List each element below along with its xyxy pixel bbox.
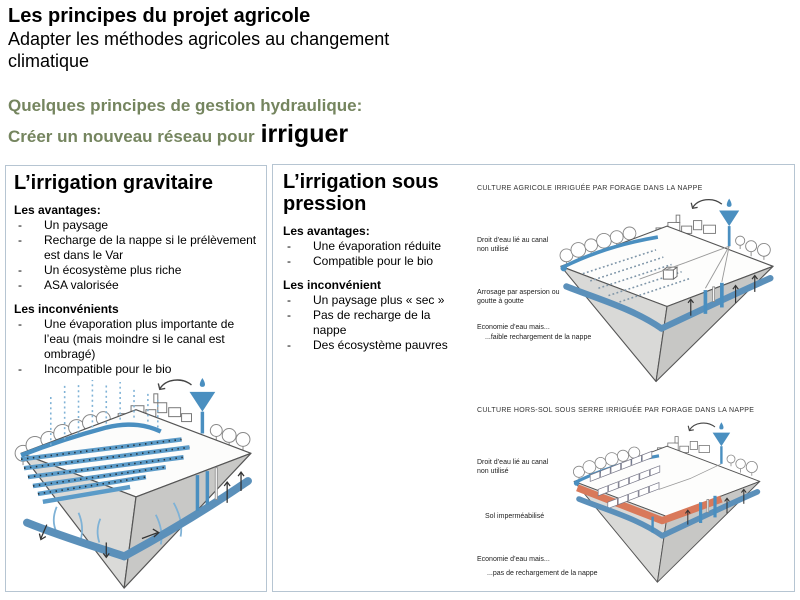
figure-caption: CULTURE HORS-SOL SOUS SERRE IRRIGUÉE PAR… — [477, 407, 755, 414]
panel-title: L’irrigation gravitaire — [14, 172, 213, 194]
boreholes — [195, 467, 218, 511]
intake-funnel-icon — [712, 432, 731, 464]
figure-label-canal: Droit d’eau lié au canal non utilisé — [477, 237, 549, 253]
list-item: -ASA valorisée — [18, 278, 119, 292]
borehole-field-figure: CULTURE AGRICOLE IRRIGUÉE PAR FORAGE DAN… — [475, 183, 793, 395]
droplet-icon — [199, 377, 205, 387]
figure-label-economy2: ...pas de rechargement de la nappe — [487, 570, 598, 577]
boreholes — [651, 495, 717, 533]
crop-dots — [20, 438, 190, 495]
flow-arrows — [38, 471, 245, 559]
list-item: -Un paysage plus « sec » — [287, 293, 445, 307]
page-subtitle: Adapter les méthodes agricoles au change… — [8, 29, 390, 71]
pressure-panel-text: L’irrigation sous pression Les avantages… — [275, 165, 471, 353]
surface-pipes — [639, 245, 730, 289]
list-item: -Incompatible pour le bio — [18, 362, 172, 376]
intake-funnel-icon — [189, 391, 216, 434]
recycle-arrow-icon — [690, 199, 723, 209]
figure-label-economy: Economie d’eau mais... — [477, 556, 550, 563]
recycle-arrow-icon — [157, 379, 192, 391]
disadvantages-heading: Les inconvénient — [283, 278, 382, 292]
page-title: Les principes du projet agricole — [8, 5, 311, 27]
trees — [559, 226, 637, 267]
flow-arrows — [684, 488, 747, 525]
list-item: -Un écosystème plus riche — [18, 263, 182, 277]
list-item: -Pas de recharge de la nappe — [287, 308, 431, 337]
unused-canal — [560, 235, 659, 272]
panel-title: L’irrigation sous pression — [283, 171, 439, 215]
list-item: -Compatible pour le bio — [287, 254, 434, 268]
borehole-irrigation-illustration — [559, 198, 774, 383]
figure-label-canal: Droit d’eau lié au canal non utilisé — [477, 459, 549, 475]
gravity-irrigation-panel: L’irrigation gravitaire Les avantages: -… — [5, 165, 267, 592]
list-item: -Des écosystème pauvres — [287, 338, 448, 352]
pressure-irrigation-panel: L’irrigation sous pression Les avantages… — [272, 164, 795, 592]
gravity-irrigation-illustration — [14, 377, 252, 589]
intake-funnel-icon — [719, 210, 740, 247]
figure-label-method: Arrosage par aspersion ou goutte à goutt… — [477, 289, 560, 305]
section-heading: Quelques principes de gestion hydrauliqu… — [8, 96, 363, 115]
list-item: -Une évaporation réduite — [287, 239, 442, 253]
water-table — [23, 477, 252, 561]
trees-right — [726, 454, 758, 476]
section-line-prefix: Créer un nouveau réseau pour — [8, 127, 255, 146]
trees-right — [735, 235, 771, 260]
shed — [661, 266, 679, 281]
advantages-heading: Les avantages: — [283, 224, 370, 238]
greenhouse-figure: CULTURE HORS-SOL SOUS SERRE IRRIGUÉE PAR… — [475, 405, 793, 587]
droplet-icon — [719, 422, 724, 430]
water-table — [576, 489, 761, 539]
figure-label-soil: Sol imperméabilisé — [485, 513, 545, 520]
disadvantages-heading: Les inconvénients — [14, 302, 119, 316]
section-line: Créer un nouveau réseau pour irriguer — [8, 120, 348, 149]
list-item: -Un paysage — [18, 218, 109, 232]
surface-pipes — [658, 463, 722, 490]
advantages-heading: Les avantages: — [14, 203, 101, 217]
list-item: -Recharge de la nappe si le prélèvement … — [18, 233, 257, 262]
droplet-icon — [726, 198, 732, 207]
recycle-arrow-icon — [687, 422, 716, 432]
list-item: -Une évaporation plus importante de l’ea… — [18, 317, 235, 361]
greenhouse-irrigation-illustration — [573, 422, 761, 583]
water-table — [563, 275, 774, 332]
greenhouses — [589, 450, 661, 510]
boreholes — [703, 282, 724, 314]
flow-arrows — [687, 274, 758, 316]
figure-label-economy2: ...faible rechargement de la nappe — [485, 334, 592, 341]
canal — [20, 422, 162, 458]
figure-label-economy: Economie d’eau mais... — [477, 324, 550, 331]
section-line-emphasis: irriguer — [260, 120, 349, 148]
figure-caption: CULTURE AGRICOLE IRRIGUÉE PAR FORAGE DAN… — [477, 185, 703, 192]
